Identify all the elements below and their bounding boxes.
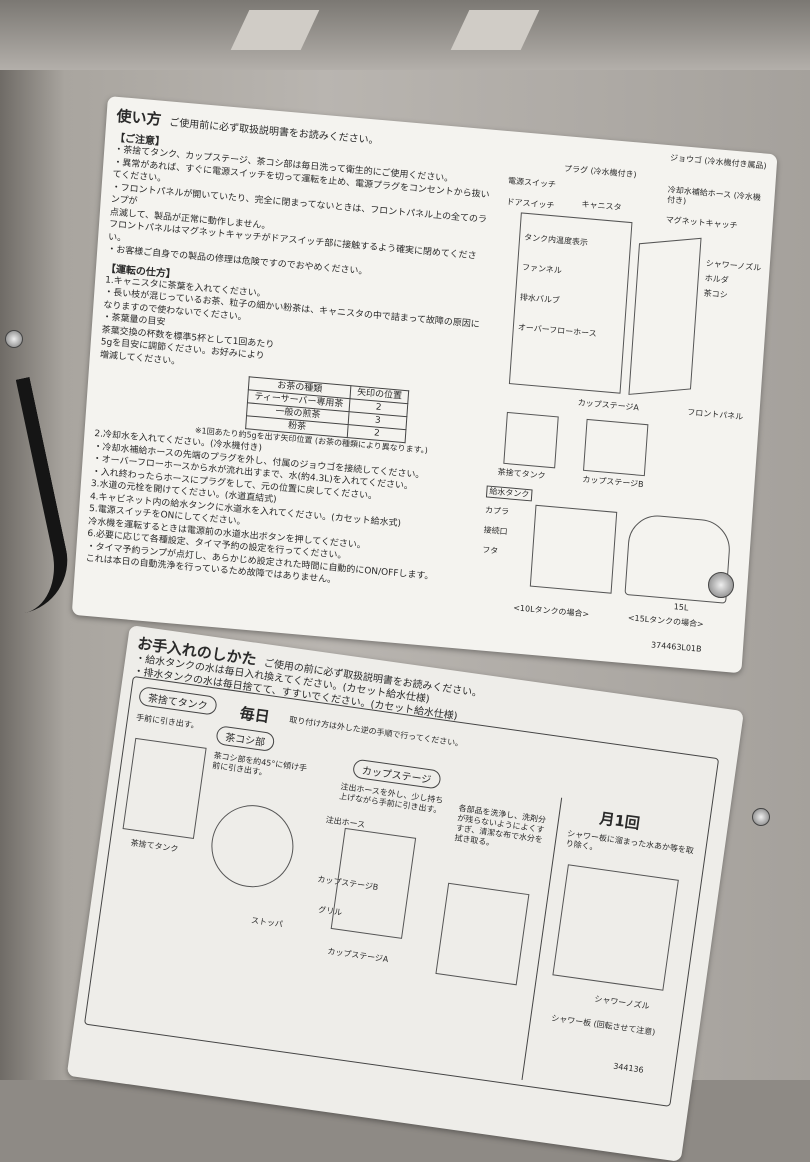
tea-waste-tank-diagram <box>503 411 559 469</box>
knob-icon <box>708 572 734 598</box>
screw-icon <box>5 330 23 348</box>
screw-icon <box>752 808 770 826</box>
monthly-text: シャワー板に溜まった水あか等を取り除く。 <box>565 828 695 856</box>
diagram-label: 茶捨てタンク <box>497 467 546 481</box>
front-panel-diagram <box>628 237 702 395</box>
shower-illustration <box>552 864 679 991</box>
diagram-label: 茶コシ <box>703 288 728 300</box>
monthly-heading: 月1回 <box>598 809 641 833</box>
strainer-illustration <box>206 799 299 893</box>
care-instructions-label: お手入れのしかたご使用の前に必ず取扱説明書をお読みください。 ・給水タンクの水は… <box>66 625 744 1162</box>
diagram-label: プラグ (冷水機付き) <box>563 164 637 180</box>
diagram-label: 15L <box>673 602 689 613</box>
part-label: 茶捨てタンク <box>130 838 179 854</box>
monthly-part: シャワーノズル <box>593 994 651 1011</box>
cup-stage-illustration <box>330 827 417 939</box>
diagram-label: 冷却水補給ホース (冷水機付き) <box>666 185 762 206</box>
step-text: 各部品を洗浄し、洗剤分が残らないようによくすすぎ、清潔な布で水分を拭き取る。 <box>453 803 547 848</box>
step-pill: 茶捨てタンク <box>137 686 218 716</box>
step-pill: 茶コシ部 <box>215 725 276 753</box>
diagram-label: フロントパネル <box>687 407 744 422</box>
usage-title: 使い方 <box>116 106 163 129</box>
part-label: カップステージA <box>326 946 389 965</box>
diagram-label: ジョウゴ (冷水機付き属品) <box>669 153 767 171</box>
daily-note: 取り付け方は外した逆の手順で行ってください。 <box>288 715 464 749</box>
diagram-label: カップステージA <box>577 398 640 413</box>
daily-heading: 毎日 <box>238 704 271 727</box>
cup-stage-b-diagram <box>583 418 649 477</box>
diagram-label: ホルダ <box>704 273 729 285</box>
washing-illustration <box>435 882 530 986</box>
diagram-label: ドアスイッチ <box>506 197 555 211</box>
diagram-label: フタ <box>481 545 499 556</box>
diagram-label: 接続口 <box>483 525 508 537</box>
diagram-label: カプラ <box>484 505 510 517</box>
tank-10l-diagram <box>529 504 618 594</box>
diagram-label: カップステージB <box>582 474 644 490</box>
diagram-label: 給水タンク <box>485 485 533 502</box>
monthly-section: 月1回 シャワー板に溜まった水あか等を取り除く。 シャワーノズル シャワー板 (… <box>521 797 711 1101</box>
diagram-label: キャニスタ <box>581 199 622 213</box>
diagram-label: マグネットキャッチ <box>665 215 738 231</box>
monthly-part: シャワー板 (回転させて注意) <box>550 1013 656 1038</box>
vent-slot <box>450 10 540 50</box>
top-vent-bar <box>0 0 810 70</box>
part-label: ストッパ <box>250 915 284 930</box>
vent-slot <box>230 10 320 50</box>
diagram-label: <15Lタンクの場合> <box>627 613 704 629</box>
step-text: 茶コシ部を約45°に傾け手前に引き出す。 <box>211 750 308 778</box>
step-text: 手前に引き出す。 <box>135 712 200 731</box>
diagram-label: シャワーノズル <box>705 258 762 273</box>
operation-list: 1.キャニスタに茶葉を入れてください。 ・長い枝が混じっているお茶、粒子の細かい… <box>85 274 489 599</box>
tank-illustration <box>122 737 207 839</box>
label-code: 374463L01B <box>650 640 702 654</box>
care-steps-box: 茶捨てタンク 毎日 取り付け方は外した逆の手順で行ってください。 茶コシ部 カッ… <box>83 675 720 1107</box>
diagram-label: <10Lタンクの場合> <box>512 603 590 619</box>
usage-instructions-label: 使い方ご使用前に必ず取扱説明書をお読みください。 【ご注意】 ・茶捨てタンク、カ… <box>71 96 778 674</box>
diagram-label: 電源スイッチ <box>507 176 557 190</box>
